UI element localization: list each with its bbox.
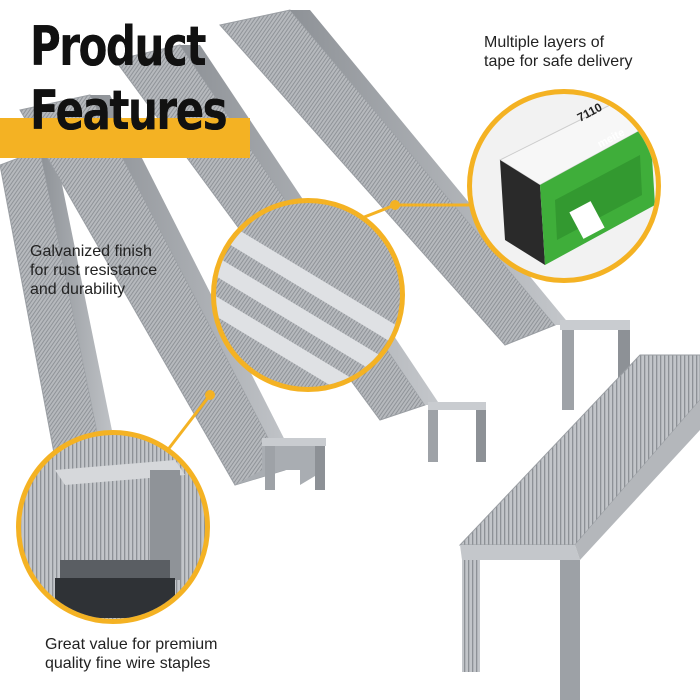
title-line-1: Product — [30, 15, 206, 78]
caption-tape: Multiple layers of tape for safe deliver… — [484, 33, 633, 71]
caption-value-line-1: Great value for premium — [45, 636, 218, 653]
title-line-2: Features — [30, 79, 228, 142]
caption-galvanized-line-3: and durability — [30, 281, 126, 298]
caption-galvanized-line-1: Galvanized finish — [30, 243, 152, 260]
caption-tape-line-2: tape for safe delivery — [484, 53, 633, 70]
caption-galvanized: Galvanized finish for rust resistance an… — [30, 242, 157, 299]
caption-value-line-2: quality fine wire staples — [45, 655, 211, 672]
caption-value: Great value for premium quality fine wir… — [45, 635, 218, 673]
page-title: Product Features — [30, 20, 281, 138]
zoom-circle-value — [16, 430, 210, 624]
zoom-circle-galvanized — [211, 198, 405, 392]
caption-tape-line-1: Multiple layers of — [484, 34, 605, 51]
zoom-circle-box: meite 7110 — [467, 89, 661, 283]
caption-galvanized-line-2: for rust resistance — [30, 262, 158, 279]
title-highlight-bar — [0, 118, 250, 158]
